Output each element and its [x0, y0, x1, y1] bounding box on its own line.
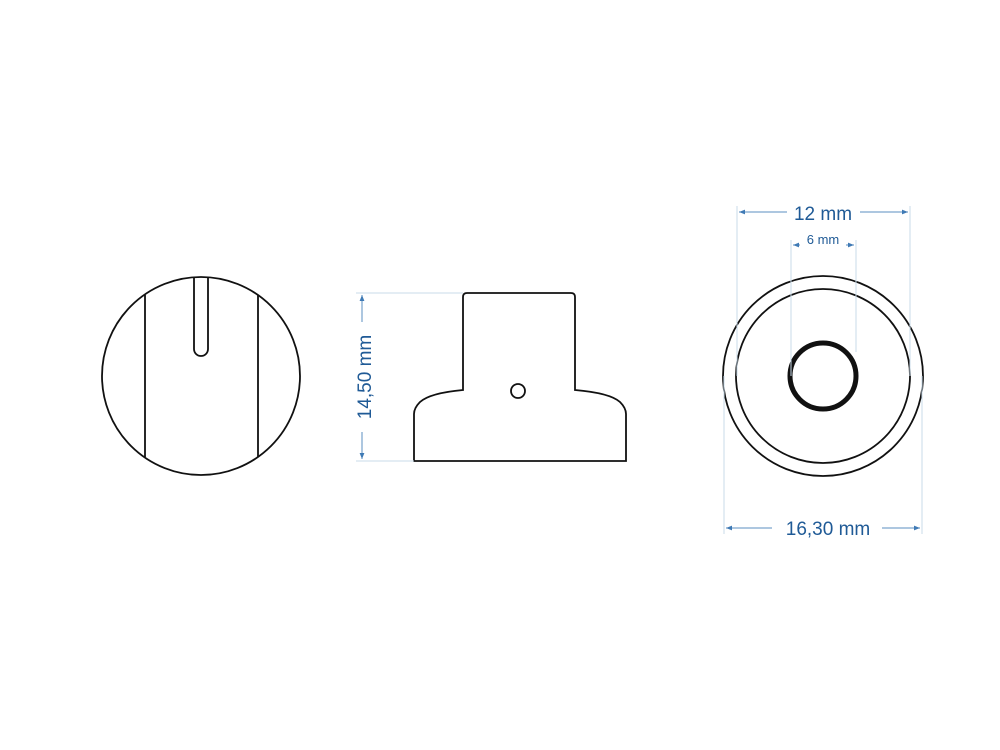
- top-view: 12 mm 6 mm 16,30 mm: [722, 204, 924, 540]
- top-ring: [735, 288, 911, 464]
- shaft-hole: [787, 340, 859, 412]
- side-outline: [413, 292, 627, 462]
- side-view: 14,50 mm: [355, 292, 627, 462]
- outer-ring: [722, 275, 924, 477]
- height-label: 14,50 mm: [355, 335, 376, 419]
- front-view: [101, 276, 301, 476]
- indicator-slot: [193, 278, 209, 357]
- shaft-hole-label: 6 mm: [807, 232, 840, 247]
- set-screw-hole: [510, 383, 526, 399]
- top-diameter-label: 12 mm: [794, 204, 852, 225]
- front-outline: [101, 276, 301, 476]
- outer-diameter-label: 16,30 mm: [786, 519, 870, 540]
